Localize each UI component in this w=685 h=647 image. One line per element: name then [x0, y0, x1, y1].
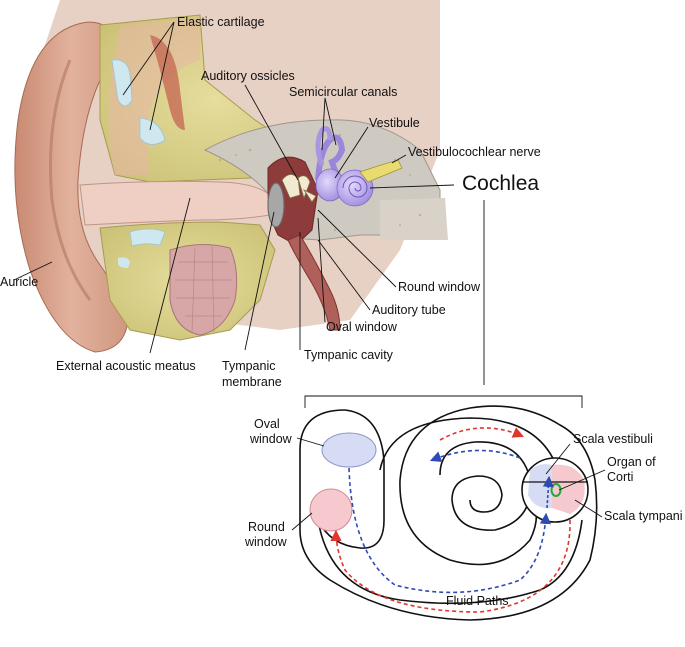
cochlea-outer-outline	[299, 405, 598, 621]
red-muscle-strip	[150, 35, 185, 130]
label-tympanic-membrane-line2: membrane	[222, 375, 282, 389]
label-organ-of-corti-line2: Corti	[607, 470, 633, 484]
cochlea-leader-lines	[291, 437, 606, 531]
ear-leader-lines	[13, 21, 455, 354]
elastic-cartilage-strip-2	[139, 117, 166, 145]
ossicles-shape	[281, 174, 317, 203]
fluid-path-blue-main	[348, 467, 551, 594]
label-semicircular-canals: Semicircular canals	[289, 85, 397, 99]
lower-cartilage-strip	[129, 228, 166, 247]
scala-tympani-shape	[552, 464, 585, 514]
label-cochlea-round-window-line1: Round	[248, 520, 285, 534]
upper-skin-layer	[108, 18, 200, 175]
organ-of-corti-shape	[550, 483, 562, 497]
label-scala-tympani: Scala tympani	[604, 509, 683, 523]
elastic-cartilage-strip-1	[111, 59, 133, 107]
oval-window-shape	[321, 432, 377, 468]
cochlea-uncoiled-diagram	[299, 405, 598, 621]
label-scala-vestibuli: Scala vestibuli	[573, 432, 653, 446]
label-auricle: Auricle	[0, 275, 38, 289]
scala-vestibuli-shape	[528, 464, 552, 509]
lower-cartilage-strip-2	[118, 257, 130, 268]
parotid-tissue	[169, 244, 238, 336]
cochlea-bracket	[304, 200, 583, 408]
fluid-path-red-window	[542, 475, 554, 509]
label-cochlea: Cochlea	[462, 172, 539, 195]
label-tympanic-cavity: Tympanic cavity	[304, 348, 394, 362]
label-elastic-cartilage: Elastic cartilage	[177, 15, 265, 29]
cochlea-outer-wall-2	[379, 417, 559, 471]
cochlea-cross-section	[521, 457, 589, 523]
labyrinth-shape	[315, 126, 374, 207]
cochlea-lower-channel	[317, 519, 583, 605]
label-vestibulocochlear-nerve: Vestibulocochlear nerve	[408, 145, 541, 159]
label-cochlea-round-window-line2: window	[244, 535, 288, 549]
label-auditory-tube: Auditory tube	[372, 303, 446, 317]
parotid-lobules	[175, 245, 232, 333]
fluid-path-red-main	[330, 519, 571, 613]
vestibulocochlear-nerve-shape	[359, 159, 403, 183]
label-round-window: Round window	[398, 280, 481, 294]
label-tympanic-membrane-line1: Tympanic	[222, 359, 276, 373]
ear-canal	[79, 180, 271, 226]
fluid-path-red-top	[439, 427, 525, 441]
temporal-bone-right	[380, 198, 448, 240]
ear-illustration	[14, 0, 448, 353]
round-window-shape	[309, 488, 353, 532]
fluid-path-blue-top	[429, 449, 521, 462]
cochlea-spiral	[439, 441, 532, 531]
label-auditory-ossicles: Auditory ossicles	[201, 69, 295, 83]
label-organ-of-corti-line1: Organ of	[607, 455, 656, 469]
label-external-acoustic-meatus: External acoustic meatus	[56, 359, 196, 373]
label-oval-window: Oval window	[326, 320, 398, 334]
label-cochlea-oval-window-line2: window	[249, 432, 293, 446]
label-cochlea-oval-window-line1: Oval	[254, 417, 280, 431]
auricle-fold	[49, 59, 92, 301]
tympanic-membrane-shape	[267, 182, 285, 228]
label-vestibule: Vestibule	[369, 116, 420, 130]
label-fluid-paths: Fluid Paths	[446, 594, 509, 608]
